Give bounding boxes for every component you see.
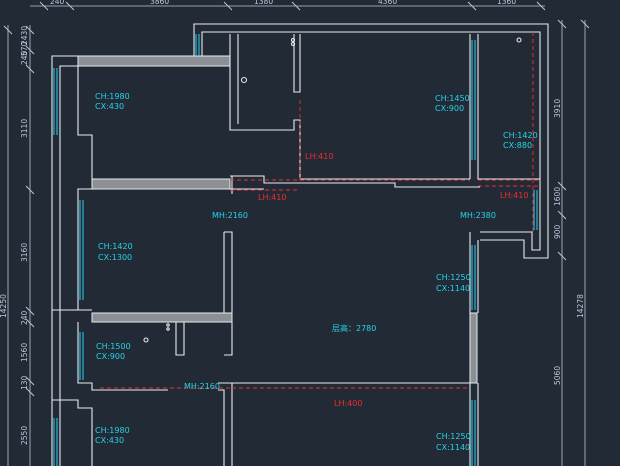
- dim-top-1: 240: [50, 0, 65, 6]
- dim-left-8: 130: [20, 375, 29, 390]
- red-dashed-lines: [100, 32, 540, 389]
- dim-right-total: 14278: [576, 294, 585, 318]
- red-annotations: LH:410 LH:410 LH:410 LH:400: [258, 152, 528, 408]
- room-ml-ch: CH:1420: [98, 242, 133, 251]
- door-height-right: MH:2380: [460, 211, 496, 220]
- dim-right-2: 1600: [553, 187, 562, 206]
- room-tl-ch: CH:1980: [95, 92, 130, 101]
- cyan-annotations: CH:1980 CX:430 CH:1450 CX:900 CH:1420 CX…: [95, 92, 538, 452]
- window-right-side: [533, 190, 538, 230]
- dim-left-4: 3110: [20, 119, 29, 138]
- dim-left-7: 1560: [20, 343, 29, 362]
- room-tr-cx: CX:880: [503, 141, 532, 150]
- windows: [53, 34, 538, 466]
- wall-fills: [77, 55, 478, 384]
- window-left-mid: [79, 200, 84, 300]
- wall-segment-mid-left: [91, 178, 231, 190]
- dim-left-9: 2550: [20, 426, 29, 445]
- room-bl2-ch: CH:1980: [95, 426, 130, 435]
- dimension-lines: [3, 1, 590, 466]
- wall-segment-right-gray: [469, 312, 478, 384]
- window-right-bottom: [471, 400, 476, 466]
- door-height-left: MH:2160: [212, 211, 248, 220]
- dimension-texts: 240 3860 1380 4360 1360 2430 240 570 311…: [0, 0, 585, 445]
- dim-top-4: 4360: [378, 0, 397, 6]
- dim-top-2: 3860: [150, 0, 169, 6]
- room-tr-ch: CH:1420: [503, 131, 538, 140]
- wall-segment-top: [77, 55, 231, 67]
- dim-left-2: 240: [20, 50, 29, 65]
- floor-height-label: 层高：2780: [332, 323, 376, 333]
- room-br-cx: CX:1140: [436, 443, 470, 452]
- room-tl-cx: CX:430: [95, 102, 124, 111]
- dim-left-6: 240: [20, 310, 29, 325]
- wall-segment-lower: [91, 312, 233, 323]
- window-right-top: [471, 40, 476, 160]
- dim-left-total: 14250: [0, 294, 8, 318]
- dim-top-5: 1360: [497, 0, 516, 6]
- lintel-height-upper: LH:410: [305, 152, 333, 161]
- room-bl1-cx: CX:900: [96, 352, 125, 361]
- room-bl1-ch: CH:1500: [96, 342, 131, 351]
- room-br-ch: CH:1250: [436, 432, 471, 441]
- dim-top-3: 1380: [254, 0, 273, 6]
- dim-left-3: 570: [20, 41, 29, 56]
- window-right-mid: [471, 245, 476, 310]
- dim-right-bottom: 5060: [553, 366, 562, 385]
- dim-left-1: 2430: [20, 26, 29, 45]
- window-left-lower: [79, 332, 84, 380]
- lintel-height-lower: LH:400: [334, 399, 362, 408]
- window-left-upper: [53, 68, 58, 135]
- room-mr-cx: CX:1140: [436, 284, 470, 293]
- dim-right-3: 900: [553, 224, 562, 239]
- dim-left-5: 3160: [20, 243, 29, 262]
- room-ml-cx: CX:1300: [98, 253, 132, 262]
- room-tc-cx: CX:900: [435, 104, 464, 113]
- lintel-height-left: LH:410: [258, 193, 286, 202]
- room-bl2-cx: CX:430: [95, 436, 124, 445]
- room-tc-ch: CH:1450: [435, 94, 470, 103]
- dim-right-1: 3910: [553, 99, 562, 118]
- window-left-bottom: [53, 418, 58, 466]
- window-top-center: [195, 34, 200, 56]
- room-mr-ch: CH:1250: [436, 273, 471, 282]
- door-height-lower: MH:2160: [184, 382, 220, 391]
- lintel-height-right: LH:410: [500, 191, 528, 200]
